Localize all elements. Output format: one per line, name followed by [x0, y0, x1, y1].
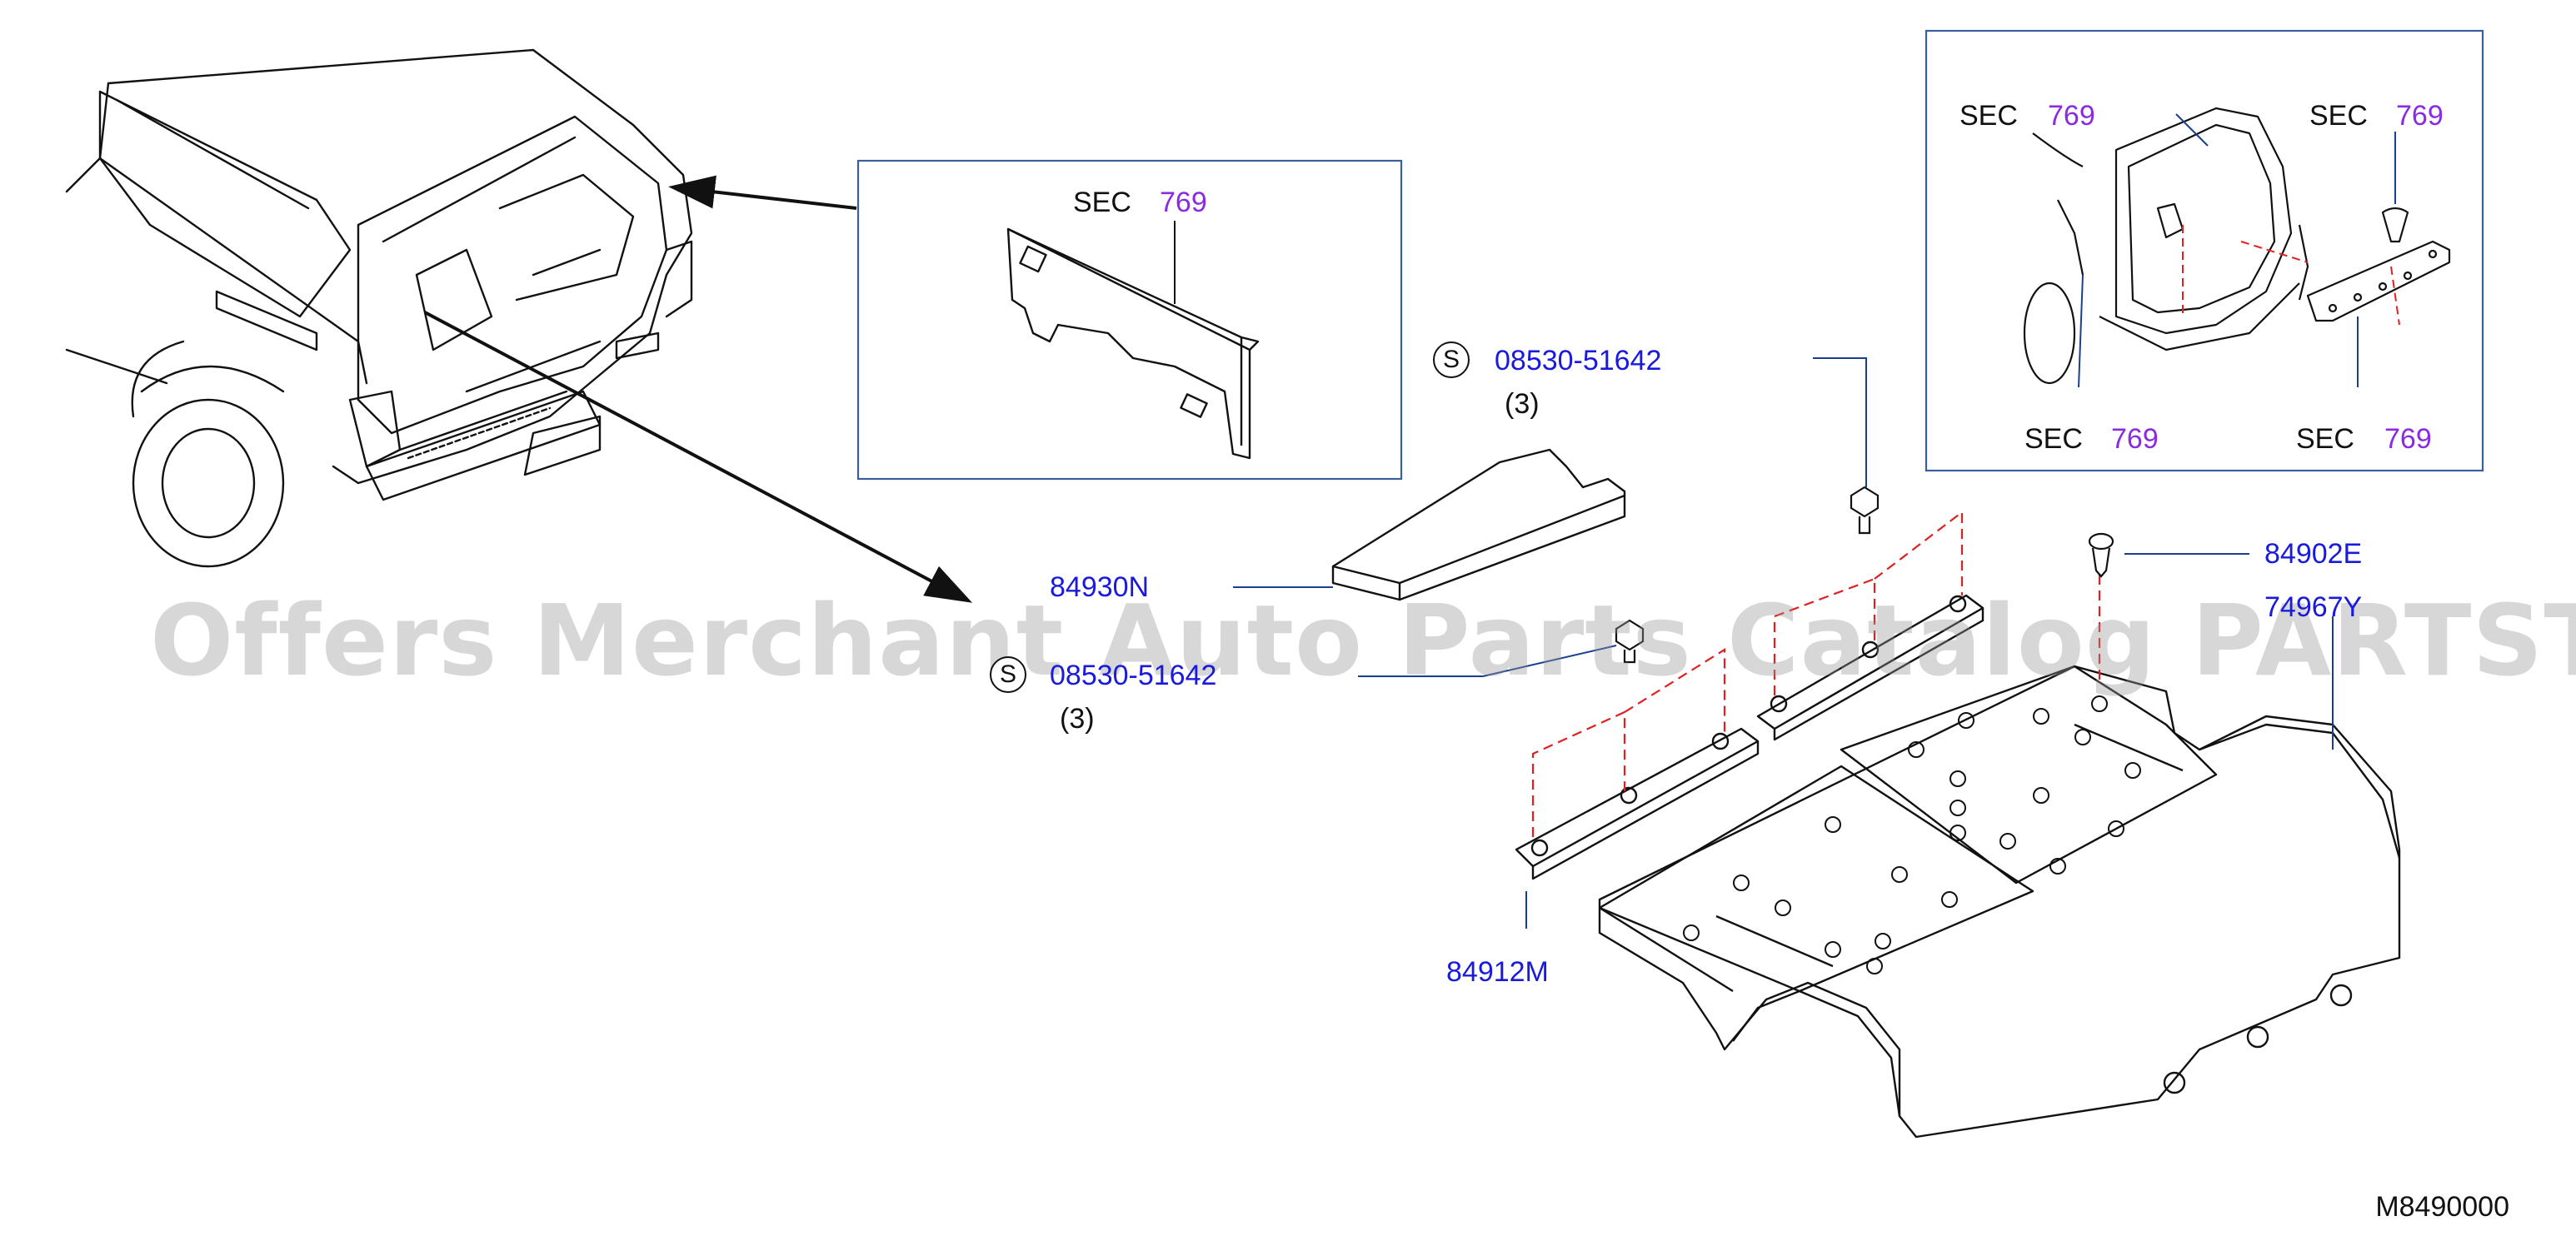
bolt-lower-part-number[interactable]: 08530-51642	[1050, 660, 1217, 691]
floor-mat-holes	[1683, 695, 2141, 974]
right-inset-top-left-sec-number[interactable]: 769	[2048, 100, 2095, 132]
rear-door-clip-illustration	[2023, 107, 2451, 385]
bolt-lower-illustration	[1615, 619, 1645, 664]
box-part-number[interactable]: 84930N	[1050, 571, 1150, 603]
center-inset-sec-number[interactable]: 769	[1160, 187, 1207, 218]
bolt-upper-qty: (3)	[1505, 388, 1540, 420]
right-inset-bottom-right-sec-number[interactable]: 769	[2384, 423, 2432, 455]
diagram-code: M8490000	[2375, 1191, 2509, 1223]
trim-panel-illustration	[1006, 221, 1260, 460]
center-inset-frame	[856, 159, 1403, 481]
right-inset-frame	[1925, 29, 2484, 472]
right-inset-bottom-left-sec-number[interactable]: 769	[2111, 423, 2159, 455]
rail-part-number[interactable]: 84912M	[1446, 956, 1549, 988]
bolt-lower-qty: (3)	[1060, 703, 1095, 735]
bolt-lower-s-mark: S	[990, 656, 1026, 693]
bolt-upper-illustration	[1850, 486, 1880, 535]
rail-dashed-guides	[1531, 510, 2101, 837]
floor-mat-part-number[interactable]: 74967Y	[2264, 591, 2363, 623]
right-inset-bottom-left-sec-prefix: SEC	[2024, 423, 2083, 455]
vehicle-rear-illustration	[65, 48, 693, 568]
center-inset-sec-prefix: SEC	[1073, 187, 1131, 218]
right-inset-dashed-guides	[2182, 225, 2400, 326]
clip-illustration	[2088, 532, 2114, 578]
bolt-upper-s-mark: S	[1433, 341, 1470, 378]
bolt-upper-part-number[interactable]: 08530-51642	[1495, 345, 1662, 376]
leader-bolt-lower	[1358, 645, 1617, 677]
right-inset-top-right-sec-number[interactable]: 769	[2396, 100, 2444, 132]
right-inset-top-left-sec-prefix: SEC	[1959, 100, 2018, 132]
floor-mat-illustration	[1598, 665, 2401, 1139]
rail-illustration	[1515, 594, 1984, 880]
right-inset-top-right-sec-prefix: SEC	[2309, 100, 2368, 132]
storage-box-illustration	[1331, 448, 1626, 601]
right-inset-leader-lines	[2078, 113, 2396, 388]
watermark-text: Offers Merchant Auto Parts Catalog PARTS…	[150, 583, 2576, 698]
right-inset-bottom-right-sec-prefix: SEC	[2296, 423, 2354, 455]
arrow-to-cargo-floor	[424, 311, 973, 603]
leader-bolt-upper	[1813, 357, 1867, 487]
arrow-to-center-inset	[668, 175, 857, 210]
clip-part-number[interactable]: 84902E	[2264, 538, 2363, 570]
